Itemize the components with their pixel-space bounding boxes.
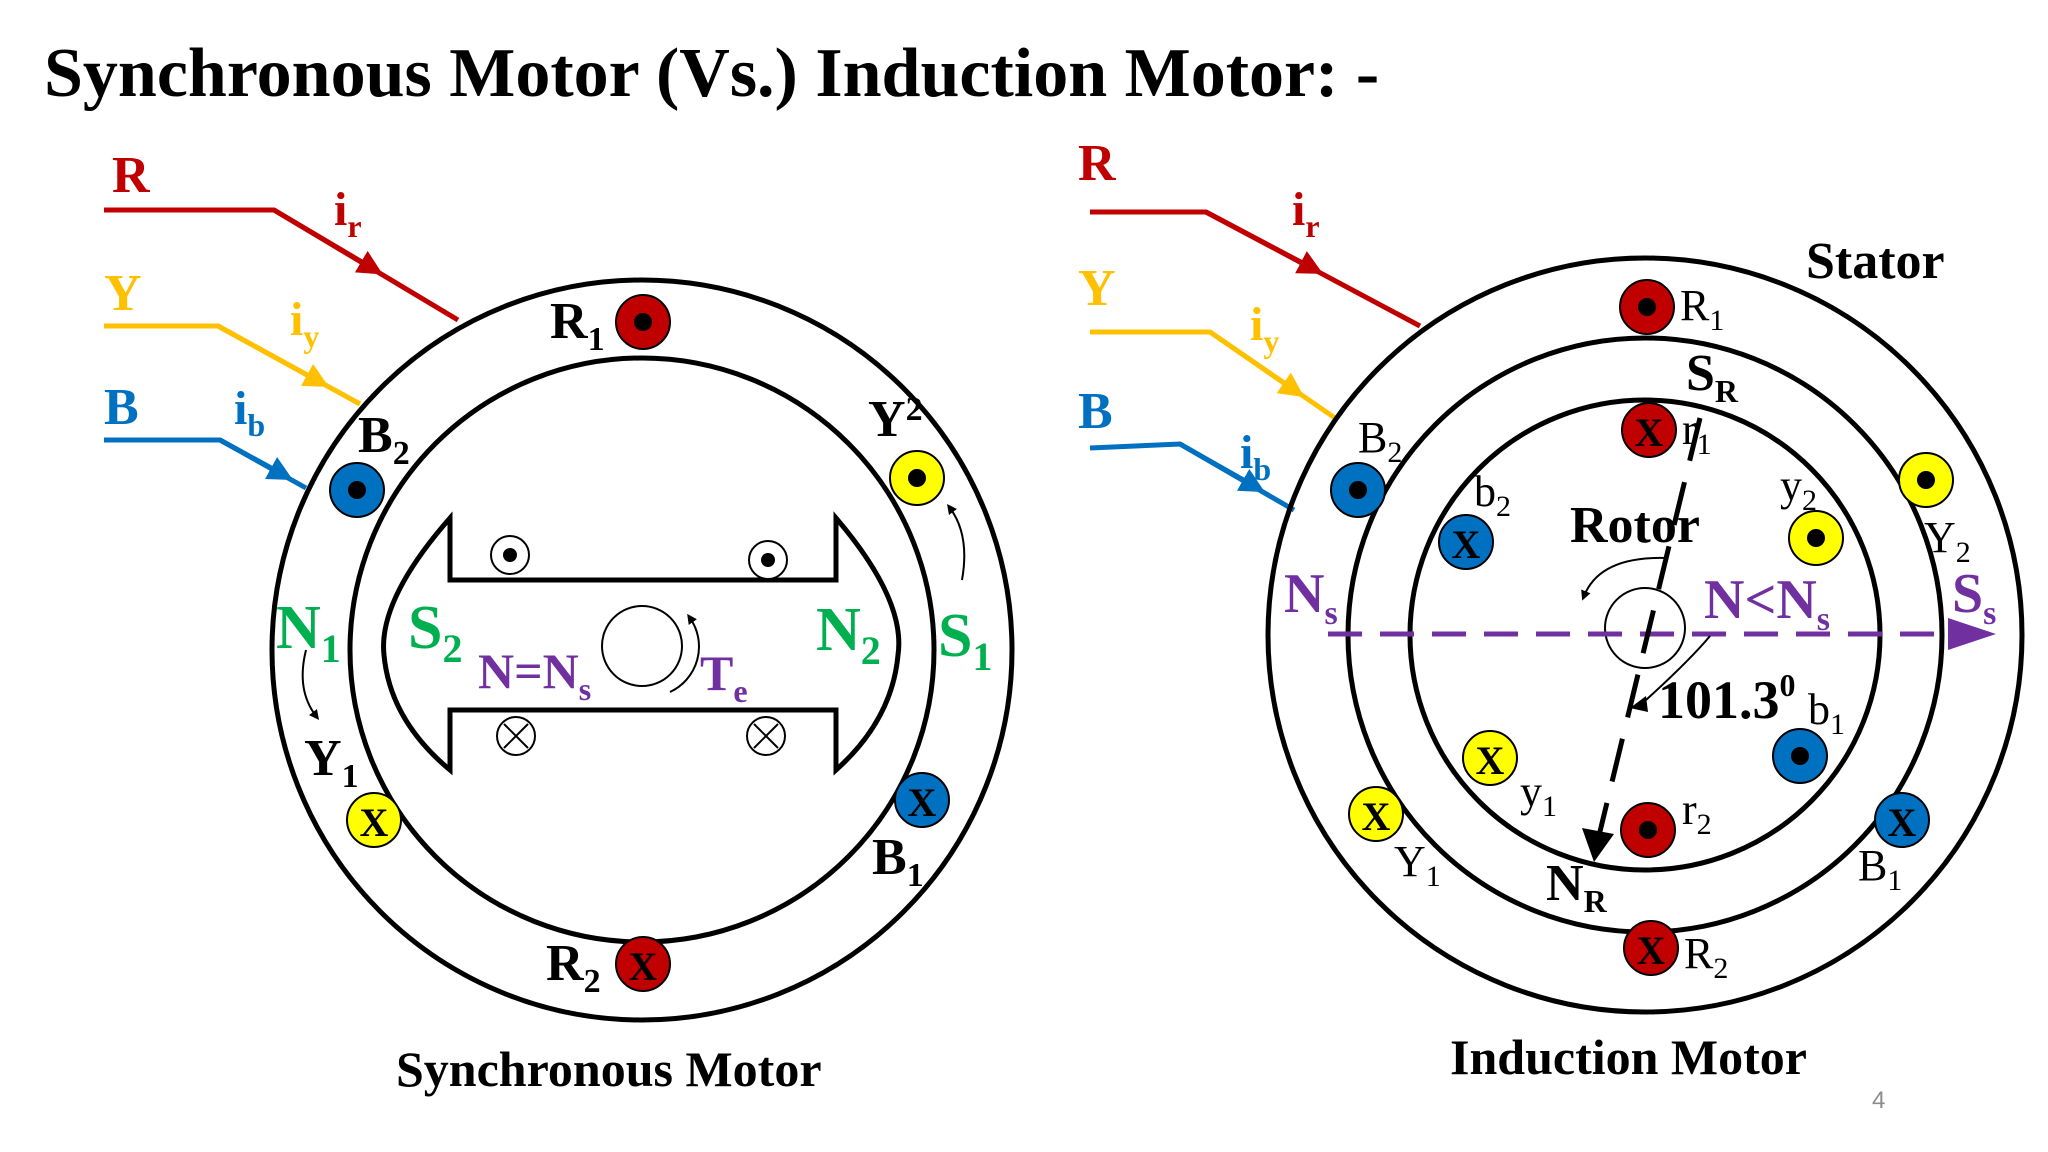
ind-label-y: Y: [1078, 260, 1116, 317]
ind-conductor-y1: X: [1348, 786, 1404, 842]
sync-conductor-b2: [329, 462, 385, 518]
sync-label-b2: B2: [358, 407, 410, 472]
ind-rotor-field-arrowhead: [1582, 828, 1614, 862]
sync-conductor-y2: [889, 450, 945, 506]
ind-angle-arrowhead: [1630, 696, 1648, 712]
sync-conductor-y1: X: [346, 792, 402, 848]
ind-label-r2: R2: [1684, 929, 1728, 985]
ind-current-ib: ib: [1240, 426, 1271, 487]
ind-stator-outer: [1265, 255, 2025, 1015]
sync-field-dot-left: [490, 535, 530, 575]
ind-label-rotor-b1: b1: [1808, 685, 1845, 741]
page-number: 4: [1872, 1087, 1886, 1114]
svg-text:X: X: [629, 944, 658, 989]
synchronous-motor-caption: Synchronous Motor: [396, 1041, 822, 1097]
sync-torque-arrow: [669, 613, 700, 693]
ind-angle-arc: [1645, 635, 1711, 701]
sync-line-r: [104, 207, 460, 323]
ind-conductor-b2: [1330, 462, 1386, 518]
ind-rotor-field-axis: [1593, 417, 1703, 849]
induction-motor-caption: Induction Motor: [1450, 1029, 1807, 1085]
ind-current-ir: ir: [1292, 183, 1320, 244]
ind-speed-label: N<Ns: [1704, 569, 1830, 638]
ind-conductor-b1: X: [1874, 792, 1930, 848]
ind-rotor-shaft: [1604, 587, 1686, 669]
sync-rotor: [381, 511, 902, 776]
sync-label-y1: Y1: [304, 730, 359, 795]
ind-stator-label: Stator: [1806, 233, 1945, 290]
svg-text:X: X: [1452, 522, 1481, 567]
induction-motor-diagram: R Y B ir iy ib Stator Rotor X X X X X X …: [1078, 135, 2025, 1015]
svg-text:X: X: [1635, 410, 1664, 455]
svg-text:X: X: [360, 800, 389, 845]
sync-label-y: Y: [104, 265, 142, 322]
sync-label-b1: B1: [872, 829, 924, 894]
sync-line-y: [104, 323, 362, 407]
svg-text:X: X: [1362, 794, 1391, 839]
sync-torque-label: Te: [700, 645, 748, 709]
ind-conductor-y2: [1898, 452, 1954, 508]
ind-rotor-rotation-arrow: [1581, 556, 1667, 601]
sync-pole-n2: N2: [816, 596, 881, 673]
ind-conductor-r2: X: [1623, 920, 1679, 976]
ind-label-b2: B2: [1358, 413, 1402, 469]
sync-label-y2: Y2: [868, 391, 923, 448]
sync-field-rotation-arrow-left: [301, 649, 320, 720]
sync-label-b: B: [104, 379, 139, 436]
sync-current-iy: iy: [290, 293, 319, 354]
ind-current-iy: iy: [1250, 298, 1279, 359]
sync-stator-outer: [269, 277, 1015, 1023]
ind-stator-field-arrowhead: [1948, 618, 1996, 650]
sync-label-r2: R2: [546, 935, 601, 1000]
sync-label-r1: R1: [550, 293, 605, 358]
sync-speed-label: N=Ns: [478, 643, 591, 707]
sync-conductor-r1: [615, 294, 671, 350]
ind-label-b1: B1: [1858, 841, 1902, 897]
ind-conductor-rotor-y1: X: [1462, 730, 1518, 786]
ind-label-rotor-r2: r2: [1682, 785, 1712, 841]
ind-conductor-rotor-r2: [1620, 802, 1676, 858]
ind-label-rotor-y2: y2: [1780, 461, 1817, 517]
sync-pole-s1: S1: [938, 602, 992, 679]
ind-label-y2: Y2: [1924, 513, 1971, 569]
synchronous-motor-diagram: R Y B ir iy ib X X X R1 R2 B2 Y2 Y1 B1 N…: [104, 147, 1015, 1023]
sync-field-cross-left: [496, 716, 536, 756]
ind-label-rotor-b2: b2: [1474, 467, 1511, 523]
ind-label-y1: Y1: [1394, 837, 1441, 893]
sync-label-r: R: [112, 147, 151, 204]
ind-label-r1: R1: [1680, 281, 1724, 337]
ind-conductor-rotor-b2: X: [1438, 514, 1494, 570]
ind-pole-nr: NR: [1546, 855, 1608, 919]
sync-line-b: [104, 437, 308, 491]
sync-pole-s2: S2: [408, 594, 462, 671]
sync-conductor-r2: X: [615, 936, 671, 992]
ind-line-y: [1090, 329, 1340, 423]
ind-pole-sr: SR: [1686, 345, 1739, 409]
svg-text:X: X: [1476, 738, 1505, 783]
ind-label-rotor-y1: y1: [1520, 767, 1557, 823]
sync-field-cross-right: [746, 716, 786, 756]
svg-text:X: X: [1888, 800, 1917, 845]
sync-current-ib: ib: [234, 382, 265, 443]
sync-rotor-shaft: [601, 605, 683, 687]
slide-title: Synchronous Motor (Vs.) Induction Motor:…: [44, 35, 1380, 112]
svg-text:X: X: [908, 780, 937, 825]
ind-conductor-r1: [1619, 279, 1675, 335]
svg-text:X: X: [1637, 928, 1666, 973]
ind-angle-label: 101.30: [1658, 667, 1796, 730]
ind-conductor-rotor-r1: X: [1621, 402, 1677, 458]
sync-field-dot-right: [748, 540, 788, 580]
sync-field-rotation-arrow-right: [947, 503, 966, 581]
ind-pole-ss: Ss: [1952, 563, 1996, 632]
ind-label-b: B: [1078, 383, 1113, 440]
sync-pole-n1: N1: [276, 594, 341, 671]
sync-conductor-b1: X: [894, 772, 950, 828]
ind-label-r: R: [1078, 135, 1117, 192]
sync-current-ir: ir: [334, 183, 362, 244]
ind-pole-ns: Ns: [1284, 563, 1338, 632]
ind-conductor-rotor-y2: [1788, 510, 1844, 566]
ind-conductor-rotor-b1: [1772, 728, 1828, 784]
